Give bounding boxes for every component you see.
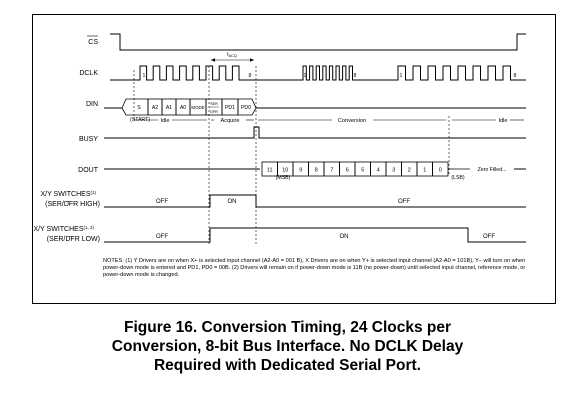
- din-bit-s-box: [121, 98, 149, 116]
- xy-high-state-3: OFF: [398, 199, 410, 205]
- din-bit-mode: MODE: [191, 105, 204, 110]
- xy-high-state-1: OFF: [156, 199, 168, 205]
- din-bit-ser: SER: [210, 102, 218, 106]
- dout-bit-8: 8: [315, 168, 318, 174]
- notes-text: NOTES: (1) Y Drivers are on when X+ is s…: [103, 258, 526, 279]
- busy-waveform: [104, 126, 526, 139]
- din-bit-pd1: PD1: [225, 105, 235, 111]
- cs-waveform: [110, 33, 526, 51]
- dout-label: DOUT: [78, 167, 99, 174]
- xy-high-state-2: ON: [228, 199, 237, 205]
- phase-idle1: Idle: [160, 118, 169, 124]
- caption-line-1: Figure 16. Conversion Timing, 24 Clocks …: [123, 319, 452, 336]
- dout-lsb-label: (LSB): [451, 175, 465, 181]
- dclk-count-8c: 8: [514, 73, 517, 79]
- busy-label: BUSY: [79, 136, 98, 143]
- dclk-count-1: 1: [143, 73, 146, 79]
- figure-caption: Figure 16. Conversion Timing, 24 Clocks …: [20, 318, 555, 375]
- dout-bit-7: 7: [330, 168, 333, 174]
- cs-label: CS: [88, 39, 98, 46]
- xy-high-waveform: [104, 194, 526, 208]
- dout-bit-5: 5: [361, 168, 364, 174]
- dout-bit-11: 11: [267, 168, 273, 174]
- din-bit-a0: A0: [180, 105, 186, 111]
- dout-zero-filled: Zero Filled...: [478, 167, 507, 173]
- phase-idle2: Idle: [498, 118, 507, 124]
- din-bit-pd0: PD0: [241, 105, 251, 111]
- xy-low-state-1: OFF: [156, 234, 168, 240]
- din-bit-pd0-box: [237, 98, 257, 116]
- dclk-count-1c: 1: [400, 73, 403, 79]
- tacq-arrow: [211, 58, 254, 62]
- phase-acquire: Acquire: [221, 118, 240, 124]
- dout-bit-6: 6: [346, 168, 349, 174]
- dclk-waveform: [110, 65, 526, 81]
- din-bit-dfr: DFR: [210, 110, 218, 114]
- caption-line-2: Conversion, 8-bit Bus Interface. No DCLK…: [111, 338, 464, 355]
- din-bit-s: S: [137, 105, 141, 111]
- phase-conversion: Conversion: [338, 118, 366, 124]
- dout-bit-9: 9: [299, 168, 302, 174]
- dout-msb-label: (MSB): [276, 175, 291, 181]
- xy-low-waveform: [104, 227, 526, 243]
- dout-bit-4: 4: [377, 168, 380, 174]
- dclk-count-1b: 1: [304, 73, 307, 79]
- xy-low-state-3: OFF: [483, 234, 495, 240]
- dout-bit-0: 0: [439, 168, 442, 174]
- timing-diagram-frame: [32, 14, 556, 304]
- xy-low-label-line2: (SER/DFR LOW): [47, 236, 100, 243]
- din-bit-a2: A2: [152, 105, 158, 111]
- din-label: DIN: [86, 101, 98, 108]
- dout-bit-3: 3: [392, 168, 395, 174]
- dout-bit-1: 1: [423, 168, 426, 174]
- xy-low-state-2: ON: [340, 234, 349, 240]
- xy-high-label-line2: (SER/DFR HIGH): [45, 201, 100, 208]
- din-bit-a1: A1: [166, 105, 172, 111]
- dout-bit-10: 10: [282, 168, 288, 174]
- xy-low-label-line1: X/Y SWITCHES(1, 2): [33, 225, 94, 233]
- xy-high-label-line1: X/Y SWITCHES(1): [40, 190, 96, 198]
- dout-bit-2: 2: [408, 168, 411, 174]
- dclk-count-8b: 8: [354, 73, 357, 79]
- dclk-count-8a: 8: [249, 73, 252, 79]
- caption-line-3: Required with Dedicated Serial Port.: [153, 357, 421, 374]
- dclk-label: DCLK: [79, 70, 98, 77]
- tacq-label: tACQ: [227, 52, 237, 58]
